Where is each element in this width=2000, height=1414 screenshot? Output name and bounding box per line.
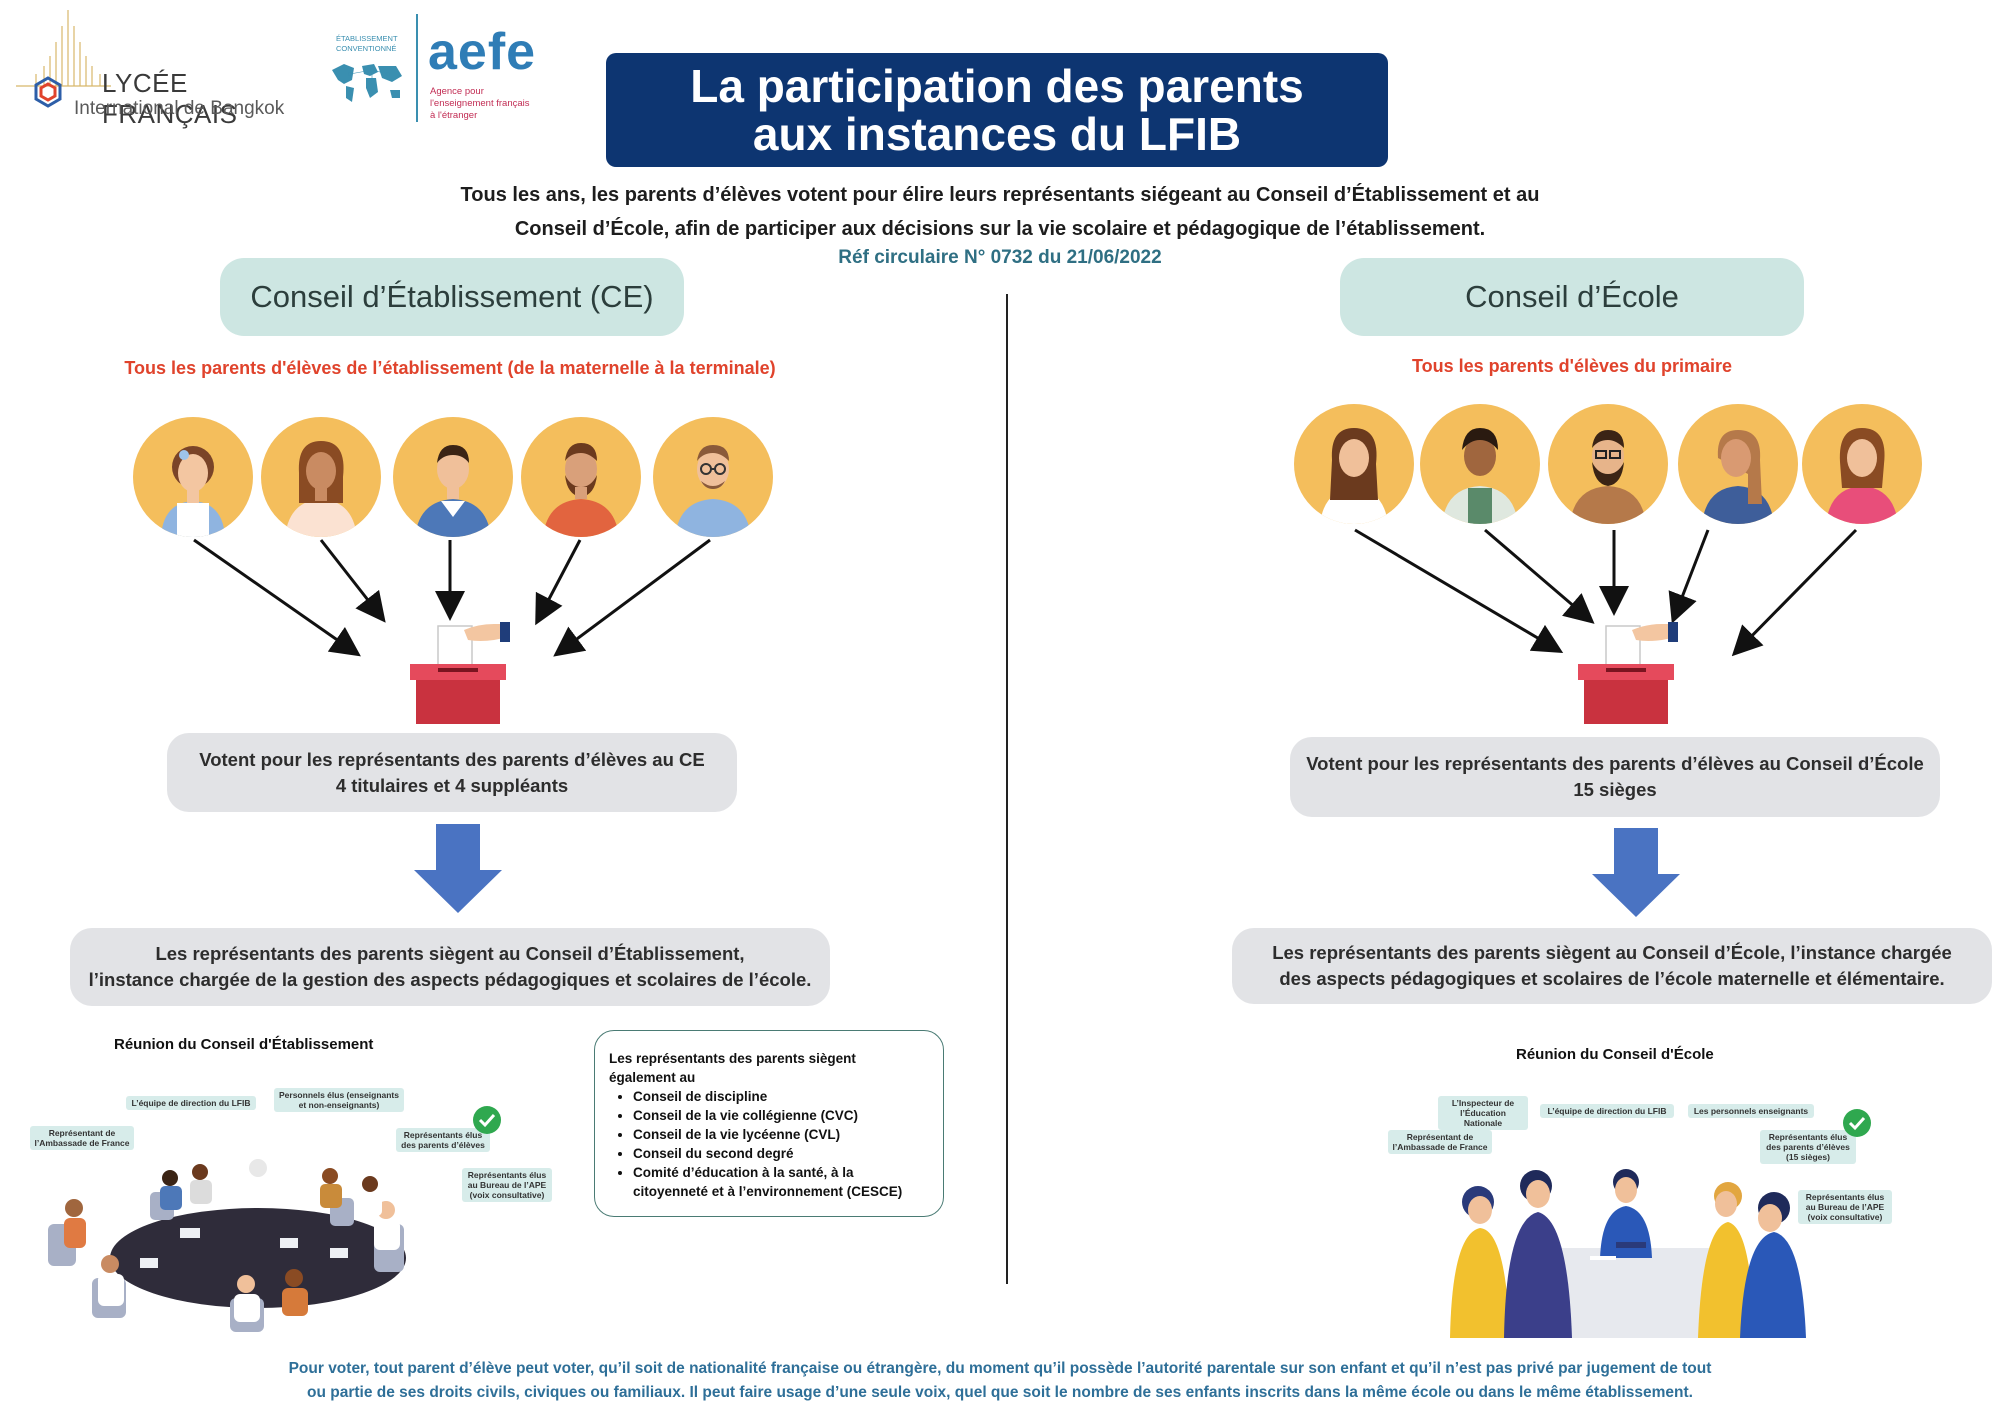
also-sit-list: Conseil de discipline Conseil de la vie … bbox=[633, 1087, 929, 1201]
also-sit-heading-1: Les représentants des parents siègent bbox=[609, 1051, 856, 1066]
avatar-icon bbox=[1548, 404, 1668, 524]
ce-seat-pill: Les représentants des parents siègent au… bbox=[70, 928, 830, 1006]
ecole-tag-enseignants: Les personnels enseignants bbox=[1688, 1104, 1814, 1118]
intro-line-1: Tous les ans, les parents d’élèves voten… bbox=[460, 184, 1540, 206]
avatar-icon bbox=[1678, 404, 1798, 524]
page-title-line-1: La participation des parents bbox=[690, 60, 1304, 112]
ce-tag-ambassade: Représentant de l’Ambassade de France bbox=[30, 1126, 134, 1150]
aefe-wordmark: aefe bbox=[428, 23, 537, 81]
check-icon bbox=[1843, 1109, 1871, 1137]
lycee-name: LYCÉE FRANÇAIS bbox=[102, 68, 238, 129]
ce-vote-arrows bbox=[193, 538, 711, 657]
ecole-tag-ambassade: Représentant de l’Ambassade de France bbox=[1388, 1130, 1492, 1154]
avatar-icon bbox=[1420, 404, 1540, 524]
list-item: Conseil de discipline bbox=[633, 1087, 929, 1106]
ecole-tag-ape: Représentants élus au Bureau de l’APE (v… bbox=[1798, 1190, 1892, 1224]
ecole-meeting-label: Réunion du Conseil d'École bbox=[1516, 1046, 1714, 1063]
ce-subtitle: Tous les parents d'élèves de l’établisse… bbox=[124, 358, 776, 378]
ce-seat-line-1: Les représentants des parents siègent au… bbox=[155, 943, 745, 964]
ce-meeting-illustration: L’équipe de direction du LFIB Personnels… bbox=[30, 1088, 470, 1338]
avatar-icon bbox=[261, 417, 381, 537]
aefe-sub-1: Agence pour bbox=[430, 86, 484, 97]
ecole-tag-direction: L’équipe de direction du LFIB bbox=[1540, 1104, 1674, 1118]
ce-parents-row bbox=[133, 417, 773, 539]
also-sit-box: Les représentants des parents siègent ég… bbox=[594, 1030, 944, 1217]
lycee-logo: LYCÉE FRANÇAIS International de Bangkok bbox=[6, 6, 306, 129]
ecole-seat-line-2: des aspects pédagogiques et scolaires de… bbox=[1279, 968, 1945, 989]
list-item: Conseil du second degré bbox=[633, 1144, 929, 1163]
etab-label-2: CONVENTIONNÉ bbox=[336, 44, 397, 53]
avatar-icon bbox=[133, 417, 253, 537]
avatar-icon bbox=[1294, 404, 1414, 524]
list-item: Conseil de la vie collégienne (CVC) bbox=[633, 1106, 929, 1125]
ballot-box-icon bbox=[1578, 622, 1678, 724]
ecole-seat-line-1: Les représentants des parents siègent au… bbox=[1272, 942, 1952, 963]
world-map-icon bbox=[332, 64, 402, 102]
ecole-subtitle: Tous les parents d'élèves du primaire bbox=[1411, 356, 1733, 376]
aefe-sub-3: à l'étranger bbox=[430, 110, 478, 121]
circular-reference: Réf circulaire N° 0732 du 21/06/2022 bbox=[838, 247, 1162, 268]
down-arrow-icon bbox=[1592, 828, 1680, 917]
down-arrow-icon bbox=[414, 824, 502, 913]
check-icon bbox=[473, 1106, 501, 1134]
avatar-icon bbox=[521, 417, 641, 537]
list-item: Comité d’éducation à la santé, à la cito… bbox=[633, 1163, 929, 1201]
ce-vote-line-2: 4 titulaires et 4 suppléants bbox=[335, 774, 569, 796]
etab-label-1: ÉTABLISSEMENT bbox=[336, 34, 398, 43]
ecole-tag-parents: Représentants élus des parents d’élèves … bbox=[1760, 1130, 1856, 1164]
ecole-title: Conseil d’École bbox=[1340, 258, 1804, 336]
ecole-vote-pill: Votent pour les représentants des parent… bbox=[1290, 737, 1940, 817]
ecole-tag-inspecteur: L’Inspecteur de l’Éducation Nationale bbox=[1438, 1096, 1528, 1130]
aefe-divider bbox=[416, 14, 418, 122]
also-sit-heading-2: également au bbox=[609, 1070, 696, 1085]
ecole-vote-line-1: Votent pour les représentants des parent… bbox=[1306, 753, 1924, 774]
ce-vote-line-1: Votent pour les représentants des parent… bbox=[199, 748, 705, 770]
footer-line-1: Pour voter, tout parent d’élève peut vot… bbox=[288, 1360, 1712, 1377]
ecole-meeting-illustration bbox=[1440, 1138, 1820, 1344]
ce-tag-direction: L’équipe de direction du LFIB bbox=[126, 1096, 256, 1110]
avatar-icon bbox=[1802, 404, 1922, 524]
ecole-vote-arrows bbox=[1354, 528, 1858, 657]
ce-tag-ape-visible: Représentants élus au Bureau de l’APE (v… bbox=[462, 1168, 552, 1202]
lycee-logo-icon bbox=[16, 10, 111, 108]
ballot-box-icon bbox=[410, 622, 510, 724]
column-divider bbox=[1006, 294, 1008, 1284]
ce-tag-personnels: Personnels élus (enseignants et non-ense… bbox=[274, 1088, 404, 1112]
ce-tag-parents-visible: Représentants élus des parents d’élèves bbox=[396, 1128, 490, 1152]
avatar-icon bbox=[653, 417, 773, 537]
page-title: La participation des parents aux instanc… bbox=[606, 53, 1388, 167]
footer-line-2: ou partie de ses droits civils, civiques… bbox=[307, 1384, 1693, 1401]
intro-line-2: Conseil d’École, afin de participer aux … bbox=[514, 218, 1486, 240]
aefe-sub-2: l'enseignement français bbox=[430, 98, 530, 109]
ecole-vote-line-2: 15 sièges bbox=[1573, 779, 1657, 800]
ce-title: Conseil d’Établissement (CE) bbox=[220, 258, 684, 336]
ecole-parents-row bbox=[1294, 404, 1934, 526]
ce-seat-line-2: l’instance chargée de la gestion des asp… bbox=[88, 969, 812, 990]
aefe-logo: ÉTABLISSEMENT CONVENTIONNÉ aefe Agence p… bbox=[326, 14, 556, 124]
list-item: Conseil de la vie lycéenne (CVL) bbox=[633, 1125, 929, 1144]
ce-vote-pill: Votent pour les représentants des parent… bbox=[167, 733, 737, 812]
lycee-subname: International de Bangkok bbox=[74, 98, 285, 119]
ce-meeting-label: Réunion du Conseil d'Établissement bbox=[114, 1036, 374, 1053]
avatar-icon bbox=[393, 417, 513, 537]
page-title-line-2: aux instances du LFIB bbox=[752, 108, 1242, 160]
ecole-seat-pill: Les représentants des parents siègent au… bbox=[1232, 928, 1992, 1004]
